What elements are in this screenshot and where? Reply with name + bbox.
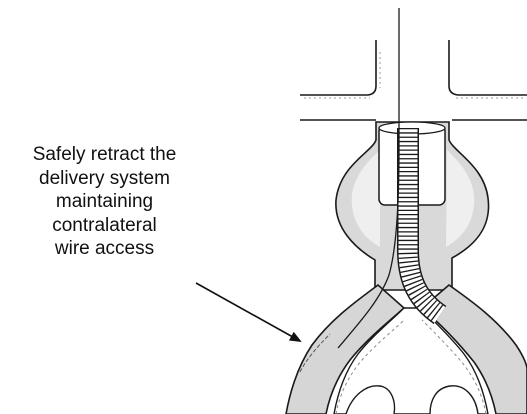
iliac-bifurcation xyxy=(286,285,527,414)
renal-branches xyxy=(300,40,527,120)
arrow-pointer-icon xyxy=(196,283,300,341)
